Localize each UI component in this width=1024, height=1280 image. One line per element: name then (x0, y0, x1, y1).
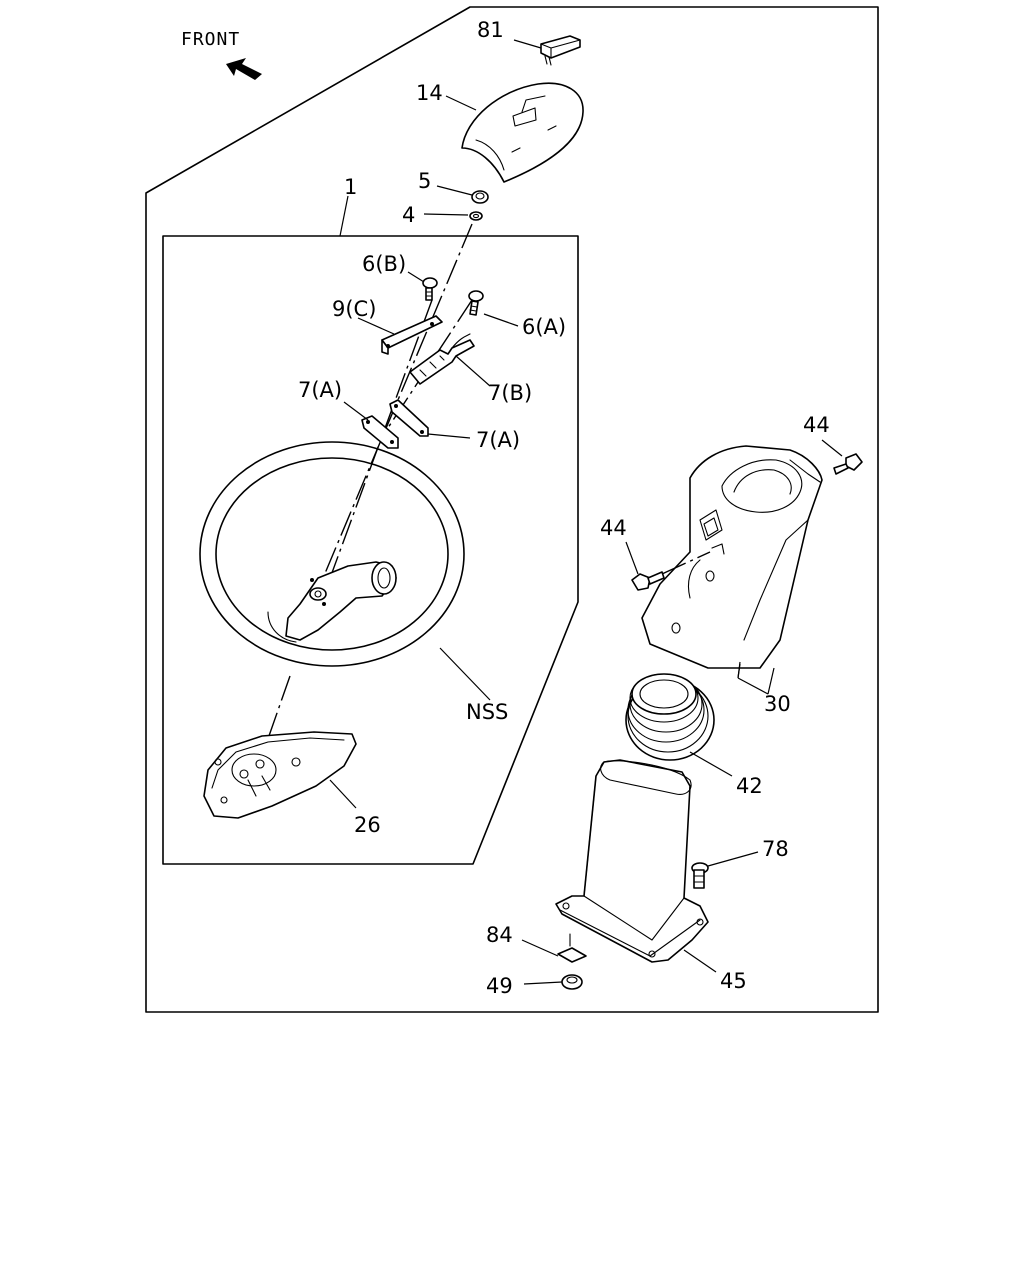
callout-5: 5 (418, 169, 431, 193)
callout-7a-right: 7(A) (476, 428, 520, 452)
front-indicator: FRONT (181, 29, 262, 80)
callout-44-left: 44 (600, 516, 627, 540)
steering-wheel (199, 441, 491, 701)
callout-14: 14 (416, 81, 443, 105)
part-49-nut (523, 974, 583, 990)
callout-7a-left: 7(A) (298, 378, 342, 402)
part-81-switch-cap (513, 35, 581, 66)
part-7b-connector (409, 333, 491, 387)
part-6b-bolt (407, 271, 438, 301)
callout-26: 26 (354, 813, 381, 837)
callout-78: 78 (762, 837, 789, 861)
callout-81: 81 (477, 18, 504, 42)
callout-6b: 6(B) (362, 252, 406, 276)
part-78-bolt (691, 851, 759, 889)
callout-84: 84 (486, 923, 513, 947)
leader-group-1 (339, 195, 349, 237)
part-5-nut (436, 185, 489, 204)
part-44-screw-left (625, 541, 711, 591)
part-30-column-cover (641, 445, 823, 695)
part-42-boot (625, 673, 733, 777)
part-14-upper-cover (445, 82, 584, 183)
part-7a-right-clip (389, 399, 471, 439)
part-6a-bolt (468, 290, 519, 327)
arrow-up-left-icon (226, 58, 262, 80)
part-7a-left-clip (343, 401, 399, 449)
outer-frame (145, 6, 879, 1013)
part-45-column-duct (555, 759, 717, 973)
callout-4: 4 (402, 203, 415, 227)
part-84-square-plate (521, 933, 587, 963)
callout-7b: 7(B) (488, 381, 532, 405)
part-4-washer (423, 211, 483, 221)
part-26-wheel-cover (203, 731, 357, 819)
callout-30: 30 (764, 692, 791, 716)
inner-assembly-frame (162, 235, 579, 865)
axis-line-secondary (321, 299, 433, 601)
callout-44-top: 44 (803, 413, 830, 437)
callout-49: 49 (486, 974, 513, 998)
callout-42: 42 (736, 774, 763, 798)
front-label: FRONT (181, 29, 240, 50)
callout-6a: 6(A) (522, 315, 566, 339)
part-9c-plate (357, 315, 443, 355)
callout-9c: 9(C) (332, 297, 376, 321)
callout-1: 1 (344, 175, 357, 199)
part-44-screw-top (821, 439, 863, 475)
callout-45: 45 (720, 969, 747, 993)
callout-nss: NSS (466, 700, 508, 724)
